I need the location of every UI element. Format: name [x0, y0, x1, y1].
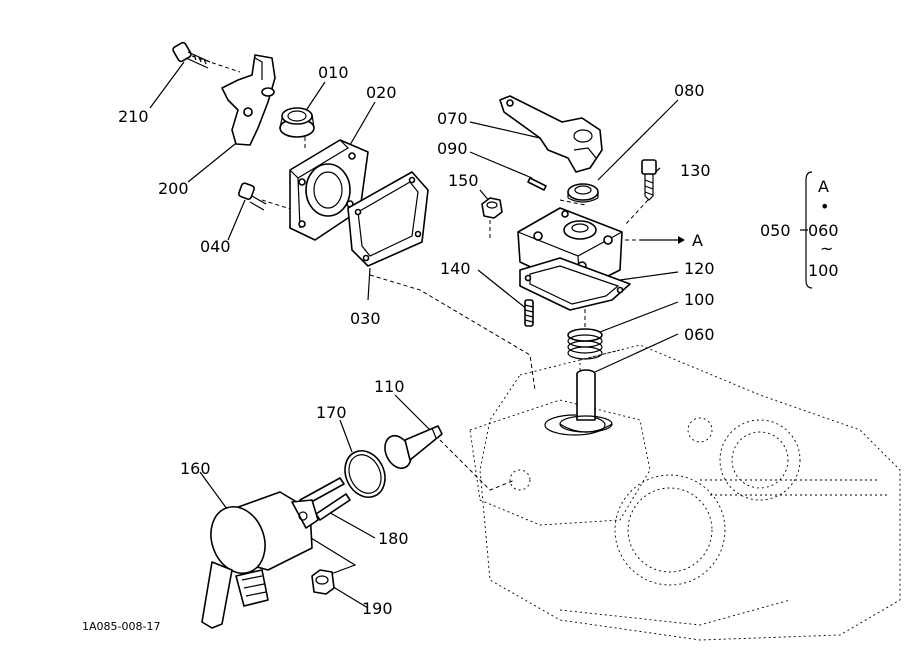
callout-180: 180 — [378, 529, 409, 548]
gasket-030 — [347, 171, 429, 267]
lever-070 — [499, 95, 603, 173]
assembly-key: A • 050 060 ~ 100 — [760, 171, 839, 289]
plug-010 — [279, 107, 315, 138]
bolt-040 — [238, 182, 267, 211]
assembly-key-bullet: • — [820, 197, 829, 216]
callout-170: 170 — [316, 403, 347, 422]
callout-070: 070 — [437, 109, 468, 128]
callout-080: 080 — [674, 81, 705, 100]
valve-110 — [384, 425, 443, 470]
stud-180 — [299, 477, 351, 521]
callout-090: 090 — [437, 139, 468, 158]
drawing-code: 1A085-008-17 — [82, 620, 160, 633]
pin-090 — [527, 177, 547, 191]
seal-080 — [567, 183, 599, 203]
lever-200 — [221, 54, 276, 146]
bolt-210 — [172, 41, 211, 69]
bolt-130 — [641, 159, 657, 201]
callout-010: 010 — [318, 63, 349, 82]
callout-110: 110 — [374, 377, 405, 396]
callout-100: 100 — [684, 290, 715, 309]
callout-030: 030 — [350, 309, 381, 328]
callout-labels: 210 010 020 200 040 030 070 090 080 130 … — [118, 63, 715, 618]
callout-020: 020 — [366, 83, 397, 102]
callout-210: 210 — [118, 107, 149, 126]
assembly-key-ref: A — [818, 177, 829, 196]
assembly-key-start: 060 — [808, 221, 839, 240]
o-ring-170 — [344, 450, 386, 498]
callout-060: 060 — [684, 325, 715, 344]
callout-190: 190 — [362, 599, 393, 618]
assembly-key-group: 050 — [760, 221, 791, 240]
stud-140 — [524, 299, 534, 327]
nut-150 — [481, 197, 503, 219]
gasket-120 — [519, 257, 631, 311]
callout-160: 160 — [180, 459, 211, 478]
callout-200: 200 — [158, 179, 189, 198]
engine-block-drawing — [469, 344, 901, 641]
assembly-key-end: 100 — [808, 261, 839, 280]
callout-130: 130 — [680, 161, 711, 180]
shaft-060 — [559, 369, 613, 433]
arrow-ref-label: A — [692, 231, 703, 250]
spring-100 — [567, 328, 603, 360]
assembly-key-range: ~ — [820, 239, 833, 258]
callout-140: 140 — [440, 259, 471, 278]
callout-040: 040 — [200, 237, 231, 256]
callout-150: 150 — [448, 171, 479, 190]
callout-120: 120 — [684, 259, 715, 278]
arrow-to-ref-a: A — [640, 231, 703, 250]
nut-190 — [311, 569, 335, 595]
solenoid-160 — [201, 491, 319, 629]
